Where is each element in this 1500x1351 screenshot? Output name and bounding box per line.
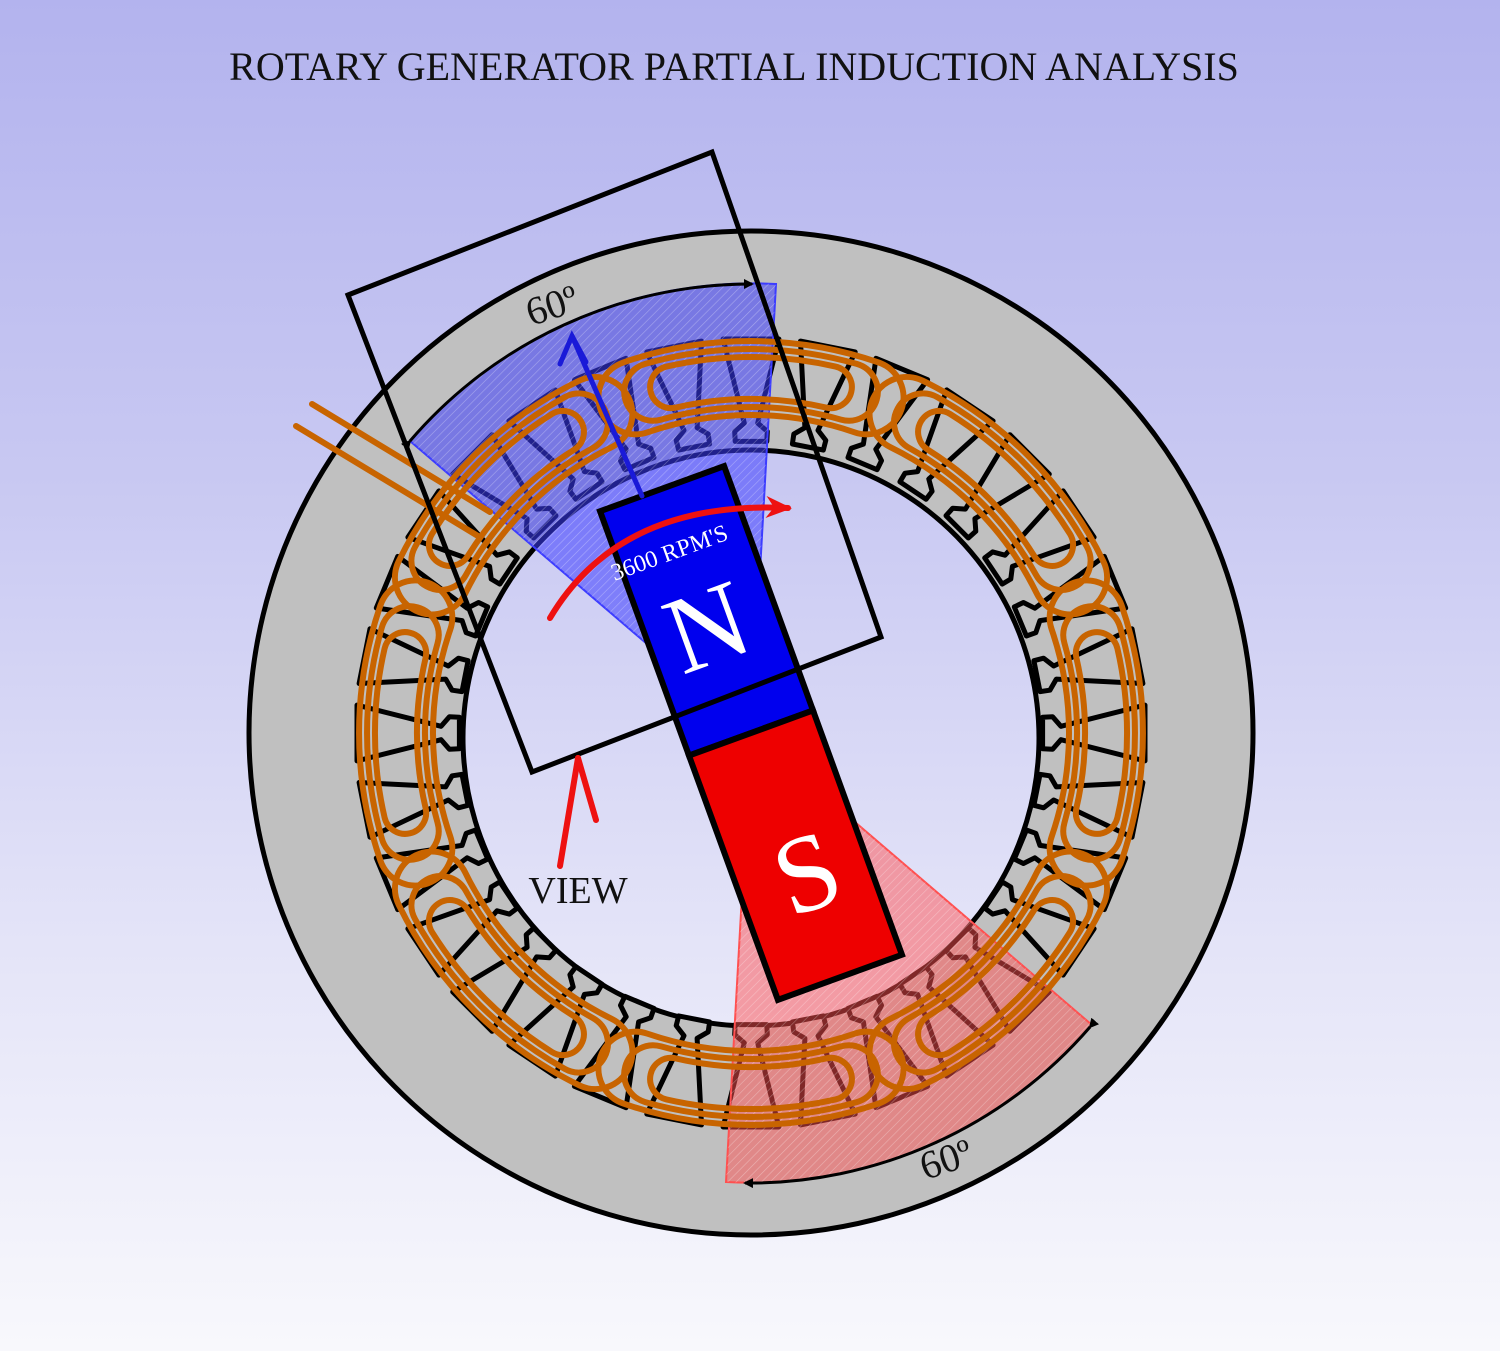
stator-tooth — [373, 827, 491, 913]
stator-tooth — [354, 702, 462, 764]
coil-loop — [1046, 577, 1146, 889]
view-window — [344, 148, 885, 776]
view-pointer-arrow — [557, 755, 599, 869]
coil-loop — [915, 407, 1077, 569]
diagram-title: ROTARY GENERATOR PARTIAL INDUCTION ANALY… — [229, 44, 1239, 89]
stator-tooth — [1040, 702, 1148, 764]
stator-tooth — [845, 355, 931, 473]
stator-tooth — [1011, 553, 1129, 639]
coil-loop — [891, 390, 1094, 593]
coil-loop — [1072, 629, 1130, 837]
stator-windings — [356, 338, 1146, 1128]
stator-tooth — [1011, 827, 1129, 913]
coil-loop — [391, 848, 636, 1093]
stator-tooth — [373, 553, 491, 639]
stator-tooth — [571, 993, 657, 1111]
coil-loop — [408, 873, 611, 1076]
angle-arc-bottom — [743, 1017, 1100, 1189]
coil-loop — [364, 603, 442, 863]
coil-loop — [425, 897, 587, 1059]
coil-loop — [372, 629, 430, 837]
coil-loop — [1060, 603, 1138, 863]
angle-arc-top — [400, 278, 754, 451]
rotation-arrow — [547, 495, 792, 621]
coil-loop — [356, 577, 456, 889]
coil-loop — [866, 373, 1111, 618]
view-label: VIEW — [528, 870, 627, 912]
coil-lead-wires — [293, 401, 493, 539]
rotor-magnet — [596, 462, 906, 1004]
field-direction-arrow — [557, 330, 645, 499]
